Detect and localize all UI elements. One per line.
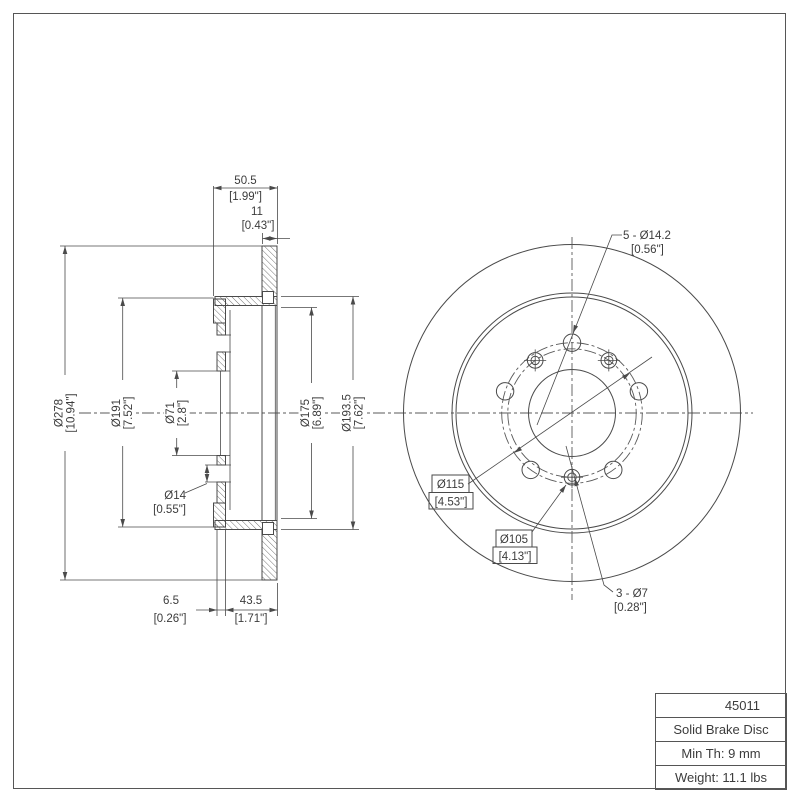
bolt-circle-in: [4.53"] bbox=[435, 497, 468, 509]
section-view bbox=[172, 245, 278, 581]
hub-wall-lower bbox=[216, 481, 226, 504]
junction-notch-bottom bbox=[262, 522, 274, 535]
lug-hole-4 bbox=[521, 460, 540, 480]
weight: Weight: 11.1 lbs bbox=[656, 765, 786, 789]
outer-dia-in: [10.94"] bbox=[66, 393, 78, 432]
hub-flange-bottom bbox=[213, 502, 226, 528]
lug-hole-2 bbox=[629, 382, 649, 401]
offset-mm: 43.5 bbox=[240, 595, 262, 607]
hole-dia-in: [0.55"] bbox=[153, 504, 186, 516]
screw-holes-in: [0.28"] bbox=[614, 602, 647, 614]
label-bore-dia: Ø71 [2.8"] bbox=[163, 388, 190, 438]
label-hat-dia: Ø191 [7.52"] bbox=[109, 380, 136, 446]
bore-dia-in: [2.8"] bbox=[177, 400, 189, 426]
rim-bottom-section bbox=[261, 529, 278, 581]
lug-holes-leader bbox=[536, 234, 622, 426]
bolt-circle-box-in bbox=[428, 492, 474, 510]
screw-circle-mm: Ø105 bbox=[500, 534, 528, 546]
screw-hole-2 bbox=[524, 349, 547, 372]
bolt-circle-mm: Ø115 bbox=[437, 479, 464, 491]
screw-holes-leader bbox=[565, 445, 614, 593]
outer-dia-mm: Ø278 bbox=[54, 399, 66, 427]
section-dimensions: Ø278 [10.94"] Ø191 [7.52"] Ø71 [2.8"] Ø1… bbox=[52, 175, 366, 625]
band-inner-dia-in: [7.62"] bbox=[354, 397, 366, 430]
rim-top-section bbox=[261, 245, 278, 297]
hub-wall-lower2 bbox=[216, 455, 226, 466]
screw-hole-1 bbox=[597, 349, 620, 372]
inner-dia-in: [6.89"] bbox=[312, 397, 324, 430]
disc-thickness-in: [0.43"] bbox=[242, 220, 275, 232]
hole-dia-mm: Ø14 bbox=[164, 490, 186, 502]
bolt-circle-dim-line bbox=[467, 356, 653, 485]
hub-wall-upper bbox=[216, 322, 226, 336]
screw-hole-3 bbox=[561, 466, 583, 489]
hat-dia-mm: Ø191 bbox=[111, 399, 123, 427]
hub-wall-upper2 bbox=[216, 351, 226, 372]
inner-dia-mm: Ø175 bbox=[300, 399, 312, 427]
label-outer-dia: Ø278 [10.94"] bbox=[52, 375, 78, 451]
disc-thickness-mm: 11 bbox=[251, 206, 263, 218]
screw-circle-box-in bbox=[492, 546, 538, 564]
lug-hole-3 bbox=[495, 382, 515, 401]
part-number: 45011 bbox=[724, 698, 760, 713]
lug-hole-1 bbox=[562, 333, 582, 352]
min-thickness: Min Th: 9 mm bbox=[656, 741, 786, 765]
overall-width-in: [1.99"] bbox=[229, 191, 262, 203]
hat-depth-mm: 6.5 bbox=[163, 595, 179, 607]
screw-circle-in: [4.13"] bbox=[499, 551, 532, 563]
screw-circle-leader bbox=[531, 484, 567, 533]
arrowheads bbox=[62, 185, 630, 613]
label-band-inner-dia: Ø193.5 [7.62"] bbox=[340, 380, 366, 446]
lug-holes-in: [0.56"] bbox=[631, 244, 664, 256]
hub-flange-top bbox=[213, 298, 226, 324]
front-view: Ø115 [4.53"] Ø105 [4.13"] 5 - Ø14.2 [0.5… bbox=[403, 230, 741, 614]
hat-dia-in: [7.52"] bbox=[123, 397, 135, 430]
offset-in: [1.71"] bbox=[235, 613, 268, 625]
screw-holes-label: 3 - Ø7 bbox=[616, 588, 648, 600]
lug-holes-label: 5 - Ø14.2 bbox=[623, 230, 671, 242]
band-inner-dia-mm: Ø193.5 bbox=[342, 394, 354, 432]
leader-hole bbox=[184, 483, 208, 494]
label-inner-dia: Ø175 [6.89"] bbox=[298, 383, 325, 443]
part-type: Solid Brake Disc bbox=[656, 717, 786, 741]
bore-dia-mm: Ø71 bbox=[165, 402, 177, 424]
junction-notch-top bbox=[262, 291, 274, 304]
overall-width-mm: 50.5 bbox=[234, 175, 256, 187]
lug-hole-5 bbox=[604, 460, 623, 480]
hat-depth-in: [0.26"] bbox=[154, 613, 187, 625]
title-block: 45011 Solid Brake Disc Min Th: 9 mm Weig… bbox=[655, 693, 787, 790]
